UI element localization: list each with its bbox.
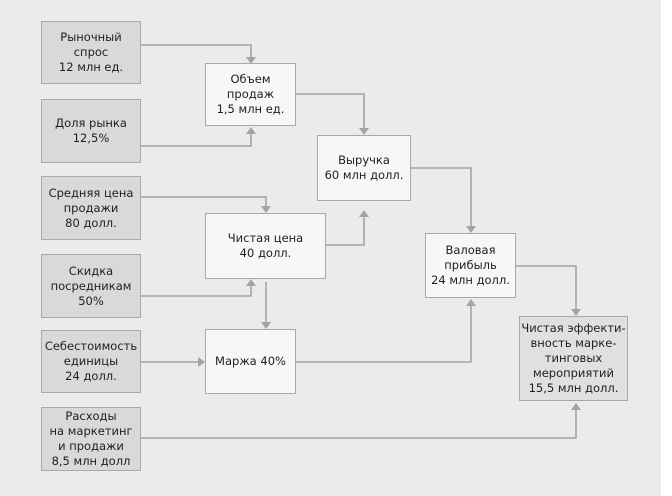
connector-arrowhead (466, 299, 476, 306)
connector-price-to-netprice (141, 196, 267, 206)
connector-volume-to-revenue (296, 93, 365, 128)
sales-volume-box: Объем продаж 1,5 млн ед. (205, 63, 296, 126)
connector-arrowhead (261, 206, 271, 213)
connector-arrowhead (261, 322, 271, 329)
market-demand-box: Рыночный спрос 12 млн ед. (41, 21, 141, 84)
connector-netprice-to-revenue (326, 217, 365, 246)
connector-revenue-to-grossprofit (411, 167, 472, 226)
connector-share-to-volume (141, 134, 252, 147)
connector-arrowhead (571, 403, 581, 410)
connector-arrowhead (571, 309, 581, 316)
connector-marketing-to-nmc (141, 410, 577, 439)
margin-box: Маржа 40% (205, 329, 296, 394)
connector-arrowhead (359, 210, 369, 217)
gross-profit-box: Валовая прибыль 24 млн долл. (425, 233, 516, 298)
net-price-box: Чистая цена 40 долл. (205, 213, 326, 279)
connector-arrowhead (198, 357, 205, 367)
unit-cost-box: Себестоимость единицы 24 долл. (41, 330, 141, 393)
market-share-box: Доля рынка 12,5% (41, 99, 141, 163)
revenue-box: Выручка 60 млн долл. (317, 135, 411, 201)
dealer-discount-box: Скидка посредникам 50% (41, 254, 141, 318)
connector-demand-to-volume (141, 44, 252, 57)
connector-grossprofit-to-nmc (516, 265, 577, 309)
marketing-costs-box: Расходы на маркетинг и продажи 8,5 млн д… (41, 407, 141, 471)
connector-arrowhead (246, 279, 256, 286)
connector-discount-to-netprice (141, 286, 252, 297)
net-marketing-contribution-box: Чистая эффекти- вность марке- тинговых м… (519, 316, 628, 401)
average-price-box: Средняя цена продажи 80 долл. (41, 176, 141, 240)
connector-arrowhead (246, 127, 256, 134)
connector-arrowhead (359, 128, 369, 135)
connector-arrowhead (466, 226, 476, 233)
connector-margin-to-grossprofit (296, 306, 472, 363)
connector-arrowhead (246, 57, 256, 64)
